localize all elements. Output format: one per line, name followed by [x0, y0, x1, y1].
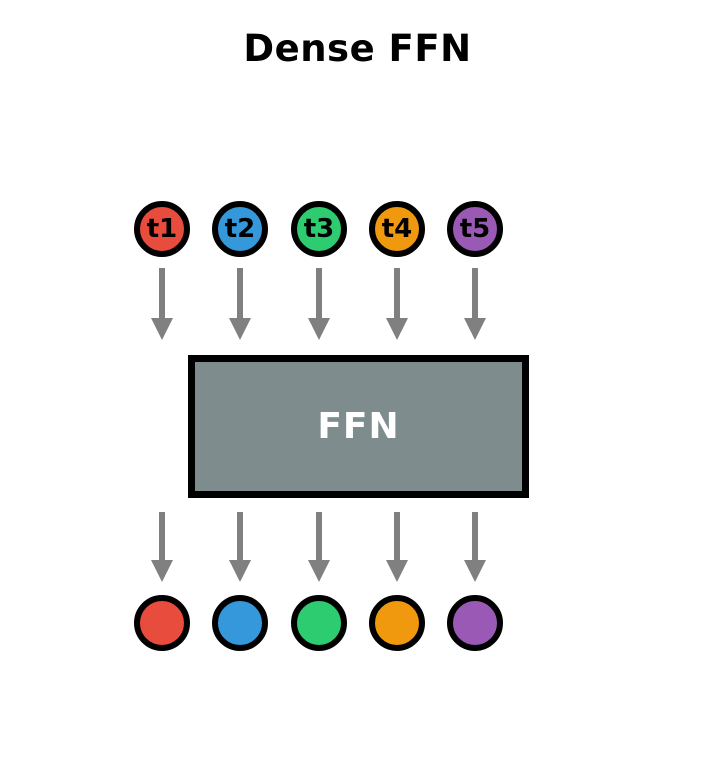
input-arrow-3 — [306, 268, 332, 340]
output-arrow-2 — [227, 512, 253, 582]
input-arrow-5 — [462, 268, 488, 340]
output-arrow-1 — [149, 512, 175, 582]
output-token-5[interactable] — [447, 595, 503, 651]
input-arrow-4 — [384, 268, 410, 340]
input-arrow-1 — [149, 268, 175, 340]
input-token-5[interactable]: t5 — [447, 201, 503, 257]
output-token-4[interactable] — [369, 595, 425, 651]
page-title: Dense FFN — [243, 27, 472, 70]
output-token-2[interactable] — [212, 595, 268, 651]
input-token-1[interactable]: t1 — [134, 201, 190, 257]
input-token-label: t5 — [459, 213, 491, 244]
input-token-label: t4 — [381, 213, 413, 244]
input-token-label: t1 — [146, 213, 178, 244]
ffn-block[interactable]: FFN — [188, 355, 529, 498]
input-token-2[interactable]: t2 — [212, 201, 268, 257]
output-token-3[interactable] — [291, 595, 347, 651]
output-token-1[interactable] — [134, 595, 190, 651]
output-arrow-3 — [306, 512, 332, 582]
input-token-4[interactable]: t4 — [369, 201, 425, 257]
input-arrow-2 — [227, 268, 253, 340]
input-token-3[interactable]: t3 — [291, 201, 347, 257]
output-arrow-4 — [384, 512, 410, 582]
input-token-label: t2 — [224, 213, 256, 244]
input-token-label: t3 — [303, 213, 335, 244]
ffn-block-label: FFN — [317, 405, 400, 447]
output-arrow-5 — [462, 512, 488, 582]
